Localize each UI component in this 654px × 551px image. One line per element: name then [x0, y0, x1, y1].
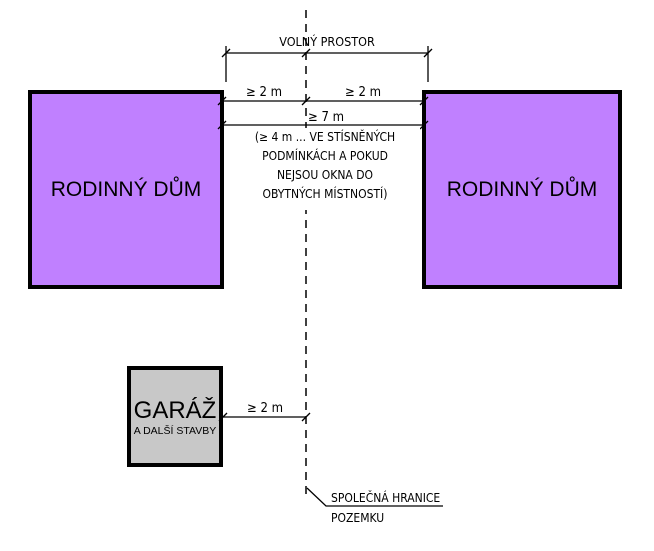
- garage-label: GARÁŽ: [134, 397, 217, 424]
- house-left: [28, 90, 224, 289]
- free-space-label: VOLNÝ PROSTOR: [279, 34, 375, 49]
- boundary-leader: [306, 487, 443, 507]
- right-half-distance-label: ≥ 2 m: [345, 85, 381, 100]
- garage-sublabel: A DALŠÍ STAVBY: [134, 424, 216, 437]
- boundary-label-line-1: SPOLEČNÁ HRANICE: [331, 490, 440, 505]
- half-distance-dimension: [217, 96, 429, 106]
- garage-distance-dimension: [218, 412, 311, 422]
- house-left-label: RODINNÝ DŮM: [51, 177, 202, 201]
- reduced-distance-note: (≥ 4 m ... VE STÍSNĚNÝCH PODMÍNKÁCH A PO…: [226, 128, 420, 210]
- house-right: [422, 90, 622, 289]
- note-line-3: NEJSOU OKNA DO: [277, 168, 373, 182]
- note-line-1: (≥ 4 m ... VE STÍSNĚNÝCH: [255, 129, 395, 144]
- free-space-dimension: [221, 46, 433, 82]
- house-right-label: RODINNÝ DŮM: [447, 177, 598, 201]
- total-distance-label: ≥ 7 m: [308, 110, 344, 125]
- boundary-label-line-2: POZEMKU: [331, 511, 384, 525]
- total-distance-dimension: [217, 120, 429, 130]
- garage: [127, 366, 223, 467]
- left-half-distance-label: ≥ 2 m: [246, 85, 282, 100]
- garage-distance-label: ≥ 2 m: [247, 401, 283, 416]
- note-line-4: OBYTNÝCH MÍSTNOSTÍ): [263, 186, 388, 201]
- note-line-2: PODMÍNKÁCH A POKUD: [262, 148, 388, 163]
